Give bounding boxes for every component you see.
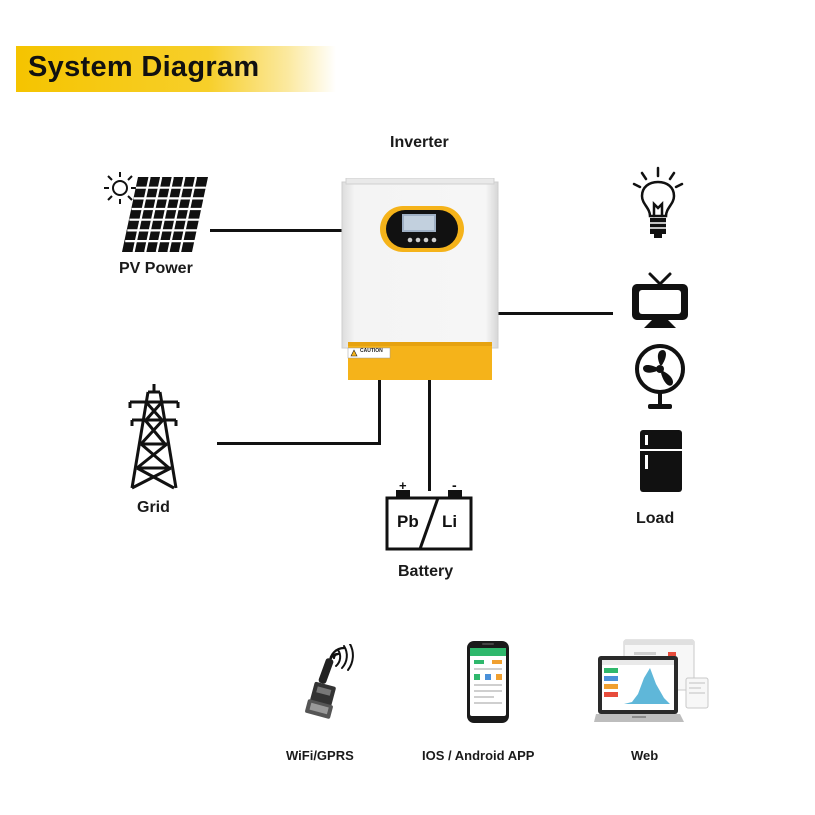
battery-type-lithium: Li [442, 512, 458, 531]
light-bulb-icon [630, 166, 686, 240]
web-label: Web [631, 748, 659, 763]
title-banner: System Diagram [16, 46, 336, 92]
pv-power-label: PV Power [119, 260, 193, 277]
tv-icon [630, 270, 690, 330]
solar-panel-icon [120, 174, 210, 254]
web-laptop-icon [594, 638, 712, 728]
wifi-module-icon [298, 644, 354, 724]
ios-android-app-label: IOS / Android APP [422, 748, 535, 763]
inverter-caution-text: CAUTION [360, 348, 383, 354]
wifi-gprs-label: WiFi/GPRS [286, 748, 354, 763]
sun-icon [102, 170, 138, 206]
refrigerator-icon [639, 429, 683, 493]
smartphone-app-icon [466, 640, 510, 724]
battery-type-lead: Pb [397, 512, 419, 531]
fan-icon [632, 344, 688, 412]
page-title: System Diagram [28, 51, 260, 83]
battery-wire [428, 379, 431, 491]
inverter-image [340, 178, 500, 380]
inverter-label: Inverter [390, 134, 449, 151]
load-label: Load [636, 510, 675, 527]
grid-wire-vertical [378, 379, 381, 445]
battery-positive-sign: + [399, 478, 407, 493]
battery-icon [384, 484, 474, 552]
battery-negative-sign: - [452, 477, 457, 493]
pv-wire [210, 229, 347, 232]
battery-label: Battery [398, 563, 454, 580]
grid-wire-horizontal [217, 442, 381, 445]
grid-label: Grid [137, 499, 170, 516]
load-wire [489, 312, 613, 315]
power-tower-icon [126, 382, 182, 490]
